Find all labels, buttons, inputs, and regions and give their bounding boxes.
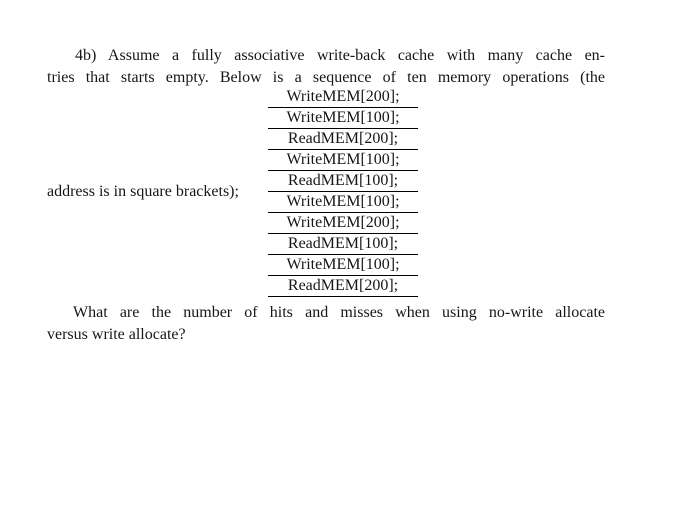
intro-line-2: tries that starts empty. Below is a sequ… [47, 68, 605, 86]
problem-question: What are the number of hits and misses w… [47, 302, 605, 345]
operations-table: WriteMEM[200];WriteMEM[100];ReadMEM[200]… [268, 87, 418, 297]
table-row: WriteMEM[100]; [268, 255, 418, 276]
address-note: address is in square brackets); [47, 183, 239, 200]
intro-line-1: 4b) Assume a fully associative write-bac… [75, 47, 605, 64]
table-row: WriteMEM[200]; [268, 87, 418, 108]
question-line-1: What are the number of hits and misses w… [73, 304, 605, 321]
table-row: ReadMEM[200]; [268, 276, 418, 297]
table-row: WriteMEM[100]; [268, 192, 418, 213]
table-row: ReadMEM[100]; [268, 234, 418, 255]
table-row: WriteMEM[100]; [268, 108, 418, 129]
table-row: WriteMEM[100]; [268, 150, 418, 171]
table-row: WriteMEM[200]; [268, 213, 418, 234]
table-row: ReadMEM[100]; [268, 171, 418, 192]
table-row: ReadMEM[200]; [268, 129, 418, 150]
problem-intro: 4b) Assume a fully associative write-bac… [47, 45, 605, 88]
question-line-2: versus write allocate? [47, 325, 186, 343]
